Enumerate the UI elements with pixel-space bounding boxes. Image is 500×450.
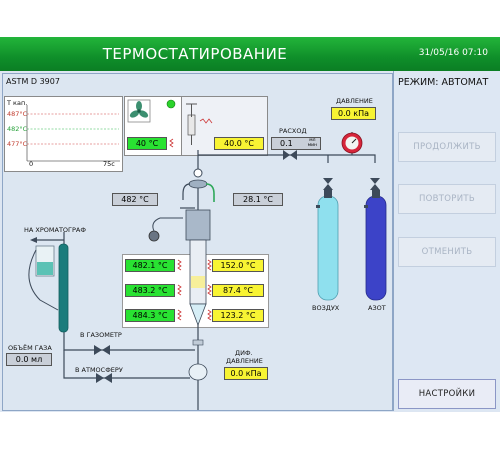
flow-unit: мл мин xyxy=(308,138,317,148)
graph-x-end: 75с xyxy=(103,160,115,168)
datetime: 31/05/16 07:10 xyxy=(418,48,488,58)
flow-label: РАСХОД xyxy=(279,127,307,135)
temperature-graph: T кап. 487°C 482°C 477°C 0 75с xyxy=(4,96,123,172)
mode-indicator: РЕЖИМ: АВТОМАТ xyxy=(398,77,488,88)
nitrogen-label: АЗОТ xyxy=(368,304,386,312)
graph-line-label-2: 482°C xyxy=(7,125,28,133)
graph-line-label-3: 477°C xyxy=(7,140,28,148)
heater2-temp: 87.4 °C xyxy=(212,284,264,297)
flow-value: 0.1 xyxy=(280,139,293,148)
pressure-value: 0.0 кПа xyxy=(331,107,376,120)
inlet-temp: 482 °C xyxy=(112,193,158,206)
diff-pressure-label-2: ДАВЛЕНИЕ xyxy=(226,357,263,365)
atmosphere-label: В АТМОСФЕРУ xyxy=(75,366,123,374)
graph-plot xyxy=(26,105,120,162)
graph-x-start: 0 xyxy=(29,160,34,168)
zone2-temp: 483.2 °C xyxy=(125,284,175,297)
mode-value: АВТОМАТ xyxy=(441,77,489,88)
fan-icon xyxy=(127,99,176,123)
gas-volume-value: 0.0 мл xyxy=(6,353,52,366)
zone3-temp: 484.3 °C xyxy=(125,309,175,322)
graph-line-label-1: 487°C xyxy=(7,110,28,118)
cancel-button[interactable]: ОТМЕНИТЬ xyxy=(398,237,496,267)
method-label: ASTM D 3907 xyxy=(6,77,60,86)
zone1-temp: 482.1 °C xyxy=(125,259,175,272)
header-bar: ТЕРМОСТАТИРОВАНИЕ 31/05/16 07:10 xyxy=(0,37,500,71)
syringe-temp: 40.0 °C xyxy=(214,137,264,150)
flow-unit-bottom: мин xyxy=(307,143,317,148)
mode-label: РЕЖИМ: xyxy=(398,77,439,88)
air-label: ВОЗДУХ xyxy=(312,304,340,312)
outlet-temp: 28.1 °C xyxy=(233,193,283,206)
diff-pressure-value: 0.0 кПа xyxy=(224,367,268,380)
page-title: ТЕРМОСТАТИРОВАНИЕ xyxy=(102,45,288,63)
continue-button[interactable]: ПРОДОЛЖИТЬ xyxy=(398,132,496,162)
heater1-temp: 152.0 °C xyxy=(212,259,264,272)
fan-temp: 40 °C xyxy=(127,137,167,150)
pressure-label: ДАВЛЕНИЕ xyxy=(336,97,373,105)
flow-value-box: 0.1 мл мин xyxy=(271,137,321,150)
gasometer-label: В ГАЗОМЕТР xyxy=(80,331,122,339)
chromatograph-label: НА ХРОМАТОГРАФ xyxy=(24,226,86,234)
repeat-button[interactable]: ПОВТОРИТЬ xyxy=(398,184,496,214)
graph-ylabel: T кап. xyxy=(7,99,28,107)
gas-volume-label: ОБЪЁМ ГАЗА xyxy=(8,344,52,352)
flow-unit-top: мл xyxy=(309,138,316,143)
settings-button[interactable]: НАСТРОЙКИ xyxy=(398,379,496,409)
diff-pressure-label-1: ДИФ. xyxy=(235,349,253,357)
heater3-temp: 123.2 °C xyxy=(212,309,264,322)
